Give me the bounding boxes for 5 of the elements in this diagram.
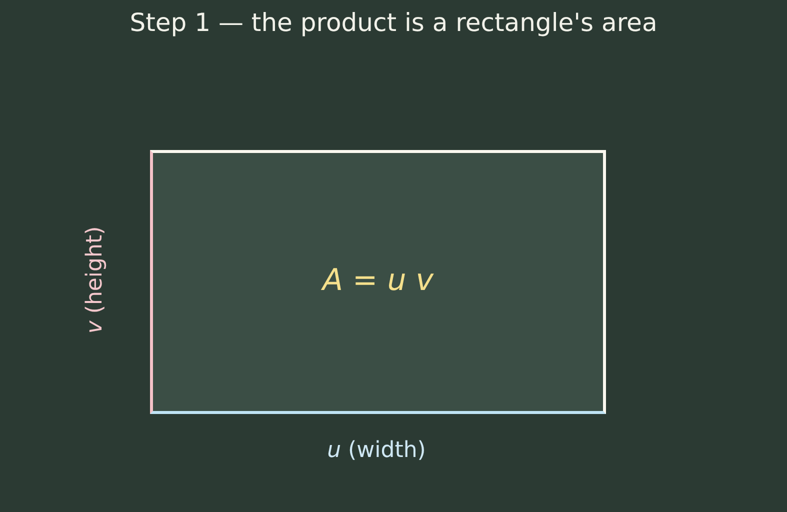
area-formula: A = u v [320,263,435,298]
side-label: v (height) [82,226,108,334]
area-rectangle [150,150,606,414]
side-label: u (width) [326,438,427,463]
diagram-title: Step 1 — the product is a rectangle's area [128,8,658,37]
